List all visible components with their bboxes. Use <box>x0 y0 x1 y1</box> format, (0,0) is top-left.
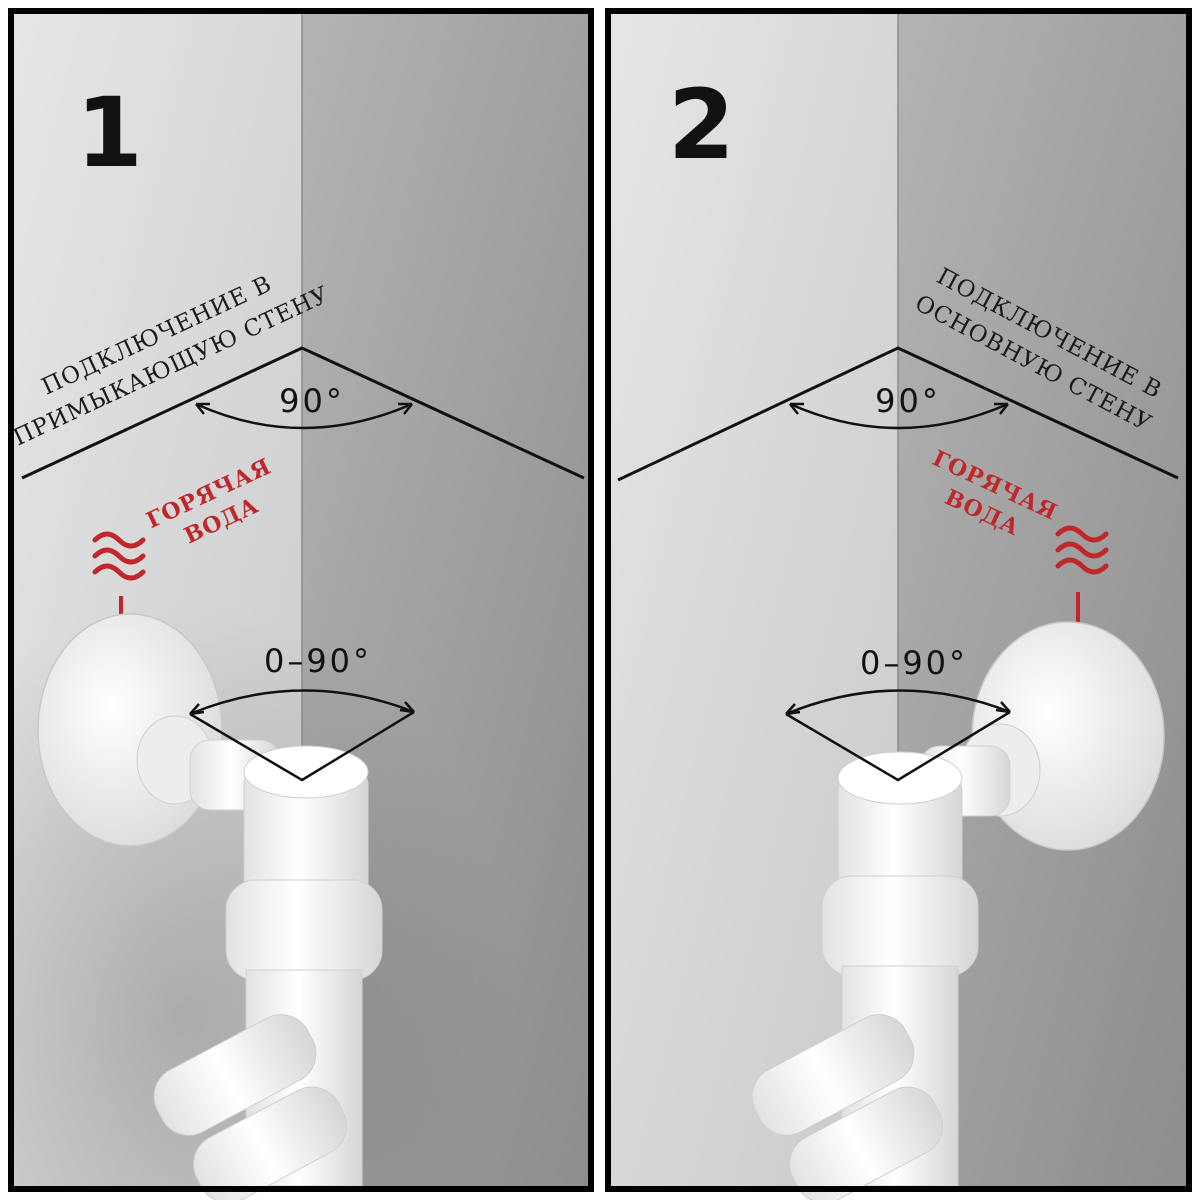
panel-1: 1 ПОДКЛЮЧЕНИЕ В ПРИМЫКАЮЩУЮ СТЕНУ 90° ГО… <box>8 8 594 1200</box>
wall-angle-arc <box>195 402 413 430</box>
rotation-arc <box>189 689 415 716</box>
rotation-lines <box>785 710 1011 782</box>
arrow-head-icon <box>195 402 210 415</box>
rotation-lines <box>189 710 415 782</box>
radiator-bar <box>789 1086 943 1200</box>
arrow-head-icon <box>789 402 804 415</box>
radiator-bar <box>153 1014 317 1136</box>
heat-waves-icon <box>1055 525 1109 575</box>
arrow-head-icon <box>399 701 415 714</box>
heat-waves-icon <box>92 531 146 581</box>
wall-angle-arc <box>789 402 1009 430</box>
valve-cap <box>243 745 369 799</box>
panel-2: 2 ПОДКЛЮЧЕНИЕ В ОСНОВНУЮ СТЕНУ 90° ГОРЯЧ… <box>605 8 1192 1200</box>
floor-lines <box>617 346 1179 482</box>
union-nut <box>225 879 383 981</box>
panel-frame <box>8 8 594 1192</box>
arrow-head-icon <box>785 703 801 716</box>
arrow-head-icon <box>398 402 413 415</box>
radiator-bar <box>193 1086 347 1200</box>
union-nut <box>821 875 979 977</box>
panel-number: 1 <box>76 77 143 189</box>
wall-angle-label: 90° <box>875 382 941 420</box>
wall-angle-label: 90° <box>279 382 345 420</box>
arrow-head-icon <box>994 402 1009 415</box>
floor-lines <box>21 346 585 480</box>
radiator-valve <box>751 621 1165 1200</box>
arrow-head-icon <box>189 703 205 716</box>
radiator-bar <box>751 1014 915 1136</box>
rotation-arc <box>785 689 1011 716</box>
panel-frame <box>605 8 1192 1192</box>
rotation-range-label: 0–90° <box>264 642 372 680</box>
rotation-range-label: 0–90° <box>860 644 968 682</box>
panel-number: 2 <box>668 69 735 181</box>
arrow-head-icon <box>995 701 1011 714</box>
